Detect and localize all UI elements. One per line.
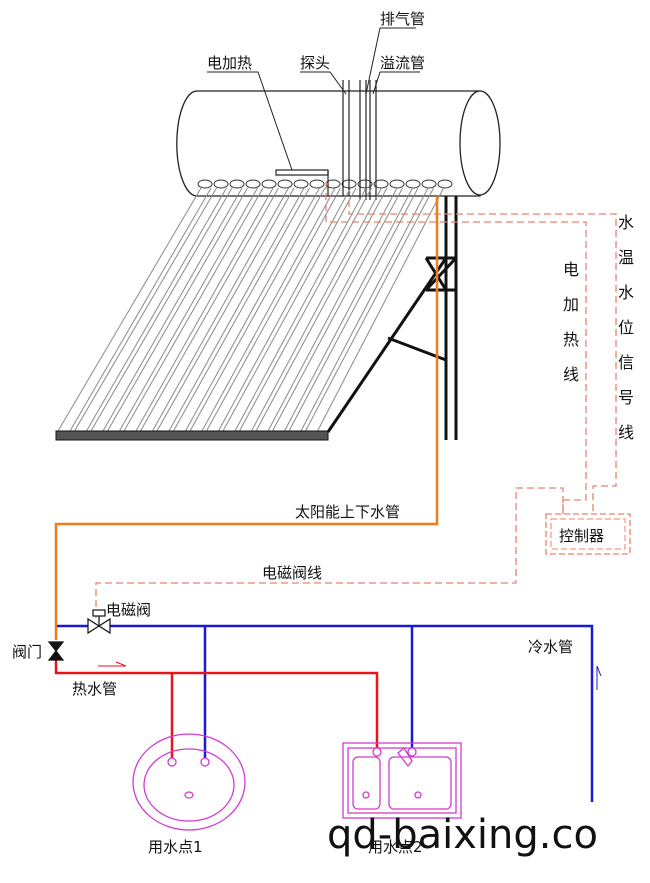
label-solenoid-valve: 电磁阀 bbox=[106, 601, 151, 619]
label-solar-pipe: 太阳能上下水管 bbox=[295, 503, 400, 521]
watermark-text: qd-baixing.co bbox=[327, 812, 598, 858]
label-exhaust-pipe: 排气管 bbox=[380, 10, 425, 28]
label-point-1: 用水点1 bbox=[148, 838, 203, 856]
vacuum-tube bbox=[123, 187, 274, 432]
vacuum-tube bbox=[90, 187, 243, 432]
controller-box bbox=[545, 513, 631, 555]
vacuum-tube bbox=[107, 187, 258, 432]
top-pipes bbox=[342, 80, 377, 200]
vacuum-tube bbox=[305, 187, 444, 432]
label-solenoid-wire: 电磁阀线 bbox=[262, 564, 322, 582]
vacuum-tube bbox=[288, 187, 429, 432]
vacuum-tube bbox=[74, 187, 227, 432]
label-temp-level-signal-wire: 水温水位信号线 bbox=[618, 213, 634, 442]
collector-base bbox=[55, 430, 329, 441]
label-overflow-pipe: 溢流管 bbox=[380, 54, 425, 72]
solar-pipe-line bbox=[54, 196, 439, 640]
label-controller: 控制器 bbox=[559, 527, 604, 545]
label-electric-heating-wire: 电加热线 bbox=[563, 260, 579, 384]
heater-rod bbox=[275, 169, 329, 196]
leader-lines bbox=[207, 27, 420, 171]
vacuum-tube bbox=[206, 187, 351, 432]
label-probe: 探头 bbox=[300, 54, 330, 72]
label-valve: 阀门 bbox=[12, 643, 42, 661]
vacuum-tubes bbox=[57, 187, 444, 432]
vacuum-tube bbox=[189, 187, 336, 432]
vacuum-tube bbox=[57, 187, 212, 432]
label-electric-heater: 电加热 bbox=[207, 54, 252, 72]
vacuum-tube bbox=[272, 187, 413, 432]
kitchen-sink bbox=[342, 742, 462, 819]
label-point-2: 用水点2 bbox=[368, 838, 423, 856]
support-frame bbox=[326, 196, 458, 440]
flow-arrow-cold bbox=[596, 665, 602, 690]
flow-arrows bbox=[98, 661, 127, 667]
vacuum-tube bbox=[222, 187, 367, 432]
gate-valve-symbol bbox=[47, 641, 65, 661]
vacuum-tube bbox=[140, 187, 289, 432]
vacuum-tube bbox=[156, 187, 305, 432]
washbasin bbox=[132, 733, 246, 831]
signal-wires bbox=[95, 182, 617, 620]
vacuum-tube bbox=[255, 187, 398, 432]
label-hot-pipe: 热水管 bbox=[72, 680, 117, 698]
label-cold-pipe: 冷水管 bbox=[528, 638, 573, 656]
vacuum-tube bbox=[173, 187, 320, 432]
vacuum-tube bbox=[239, 187, 382, 432]
hot-pipe-line bbox=[54, 660, 379, 760]
solenoid-valve-symbol bbox=[87, 609, 111, 635]
cold-pipe-line bbox=[57, 624, 594, 802]
